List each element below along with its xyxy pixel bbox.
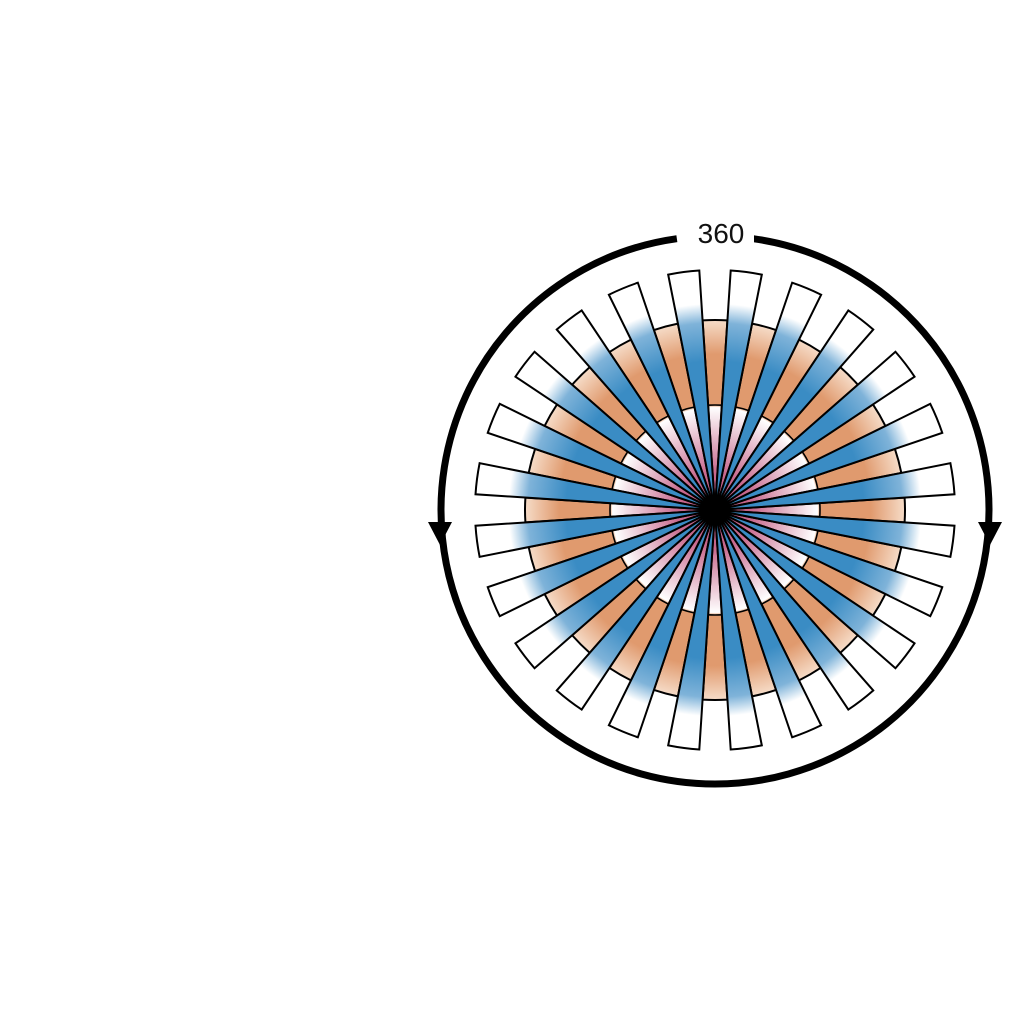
left-down-arrow-icon — [428, 522, 452, 545]
long-spoke — [714, 309, 875, 511]
long-spoke — [555, 309, 716, 511]
long-spoke — [714, 509, 823, 739]
long-spoke — [486, 509, 716, 618]
zone-dividers — [609, 404, 821, 616]
long-spoke — [714, 509, 875, 711]
long-spoke — [607, 281, 716, 511]
long-spoke — [714, 509, 916, 670]
spokes — [474, 269, 956, 751]
outer-ring — [437, 235, 993, 788]
sensor-center-icon — [705, 500, 725, 520]
angle-label: 360 — [698, 218, 745, 249]
long-spoke — [607, 509, 716, 739]
long-spoke — [486, 402, 716, 511]
angle-label-bg — [688, 215, 754, 251]
long-spoke — [474, 509, 716, 558]
long-spoke — [714, 462, 956, 511]
long-spoke — [714, 509, 763, 751]
long-spoke — [714, 509, 956, 558]
long-spoke — [667, 509, 716, 751]
right-down-arrow-icon — [978, 522, 1002, 545]
long-spoke — [474, 462, 716, 511]
long-spoke — [514, 509, 716, 670]
long-spoke — [555, 509, 716, 711]
long-spoke — [667, 269, 716, 511]
long-spoke — [714, 350, 916, 511]
long-spoke — [714, 281, 823, 511]
long-spoke — [714, 402, 944, 511]
long-spoke — [714, 509, 944, 618]
long-spoke — [514, 350, 716, 511]
long-spoke — [714, 269, 763, 511]
